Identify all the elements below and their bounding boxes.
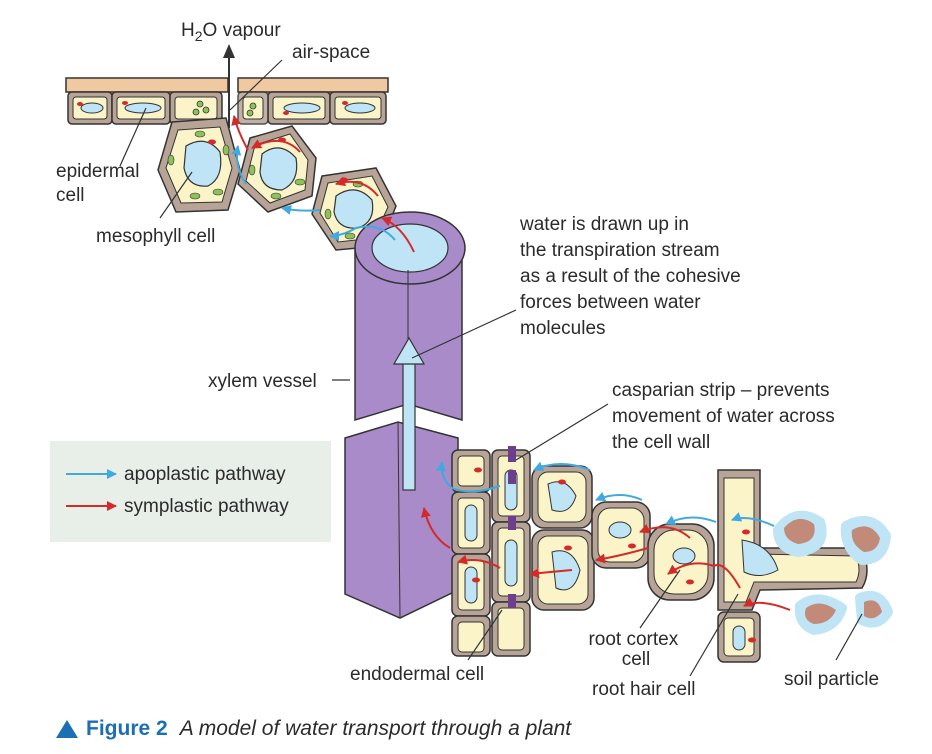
figure-caption: Figure 2 A model of water transport thro… [56, 714, 571, 744]
leader-lines [119, 59, 863, 677]
soil-particles [773, 510, 893, 635]
h2o-vapour-label: H2O vapour [181, 20, 281, 44]
caption-triangle-icon [56, 720, 78, 738]
figure-title: A model of water transport through a pla… [179, 717, 572, 740]
legend: apoplastic pathway symplastic pathway [50, 441, 331, 542]
casparian-strip-label: casparian strip – prevents movement of w… [612, 380, 840, 453]
root-tissue [451, 446, 893, 663]
root-hair-cell-label: root hair cell [592, 679, 696, 700]
casparian-strip-mark [508, 516, 516, 530]
epidermal-cell-label: epidermal cell [56, 161, 145, 206]
leaf-epidermis [65, 77, 389, 125]
figure-number: Figure 2 [86, 717, 168, 740]
root-pathway-arrows [420, 461, 791, 611]
air-space-label: air-space [292, 42, 370, 63]
root-cortex-cell-label: root cortex cell [588, 629, 683, 670]
mesophyll-cell-label: mesophyll cell [96, 226, 215, 247]
xylem-vessel-label: xylem vessel [208, 371, 317, 392]
legend-symplastic: symplastic pathway [124, 496, 289, 517]
xylem-lower-section [344, 421, 459, 619]
transpiration-note: water is drawn up in the transpiration s… [519, 214, 746, 339]
soil-particle-label: soil particle [784, 669, 879, 690]
legend-box [50, 441, 331, 542]
casparian-strip-mark [508, 446, 516, 462]
xylem-vessel [344, 211, 466, 619]
legend-apoplastic: apoplastic pathway [124, 464, 286, 485]
casparian-strip-mark [508, 470, 516, 484]
endodermal-cell-label: endodermal cell [350, 664, 484, 685]
casparian-strip-mark [508, 594, 516, 608]
leaf-pathway-arrows [231, 115, 415, 253]
vapour-arrow [223, 44, 235, 128]
epidermis-cuticle [65, 77, 229, 93]
